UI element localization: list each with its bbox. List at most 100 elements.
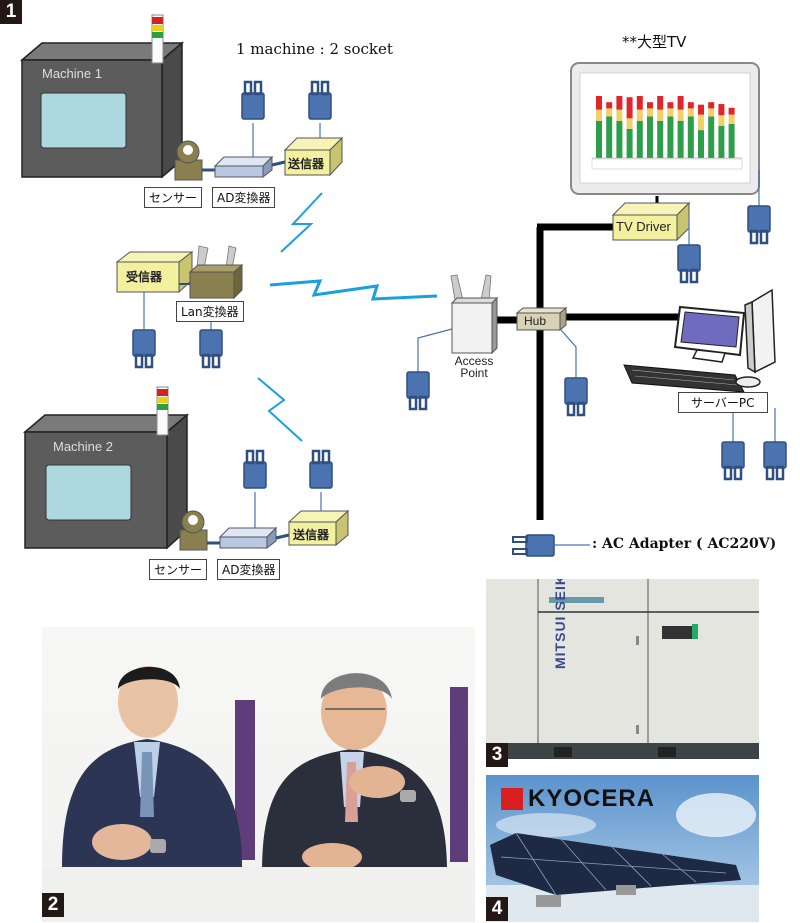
tv-chart-bar-green (657, 120, 664, 158)
server-pc-label: サーバーPC (678, 392, 768, 413)
tv-chart-bar-yellow (606, 108, 613, 117)
tv-chart-bar-red (728, 107, 735, 115)
lan-converter-label: Lan変換器 (176, 301, 244, 322)
tv-chart-bar-yellow (728, 114, 735, 124)
person-right (262, 673, 447, 872)
access-point-label-line2: Point (460, 366, 488, 380)
person-left (62, 666, 242, 867)
ac-adapter-icon (762, 440, 788, 481)
tv-chart-bar-green (667, 116, 674, 158)
tv-chart-bar-yellow (596, 109, 602, 121)
sensor-2-label: センサー (149, 559, 208, 580)
transmitter-1-icon (283, 136, 344, 177)
ac-adapter-icon (405, 370, 431, 411)
ac-adapter-icon (240, 80, 266, 121)
tv-title: **大型TV (622, 33, 687, 51)
tv-chart-table (591, 158, 743, 170)
transmitter-1-label: 送信器 (288, 157, 325, 171)
tv-chart-bar-red (718, 104, 725, 116)
tv-chart-bar-yellow (636, 109, 643, 121)
receiver-label: 受信器 (126, 270, 163, 284)
legend-adapter-icon (512, 534, 590, 557)
signal-tower-icon (151, 14, 164, 64)
tv-chart-bar-green (606, 116, 613, 158)
ad-converter-1-label: AD変換器 (212, 187, 276, 208)
tv-driver-icon (611, 201, 691, 242)
tv-chart-bar-green (687, 116, 694, 158)
network-cable (497, 196, 680, 520)
hub-icon (515, 306, 568, 332)
tv-chart-bar-yellow (626, 118, 633, 129)
tv-chart-bar-red (687, 102, 694, 109)
ac-adapter-icon (307, 80, 333, 121)
machine-1 (19, 41, 185, 179)
machine-2-label: Machine 2 (53, 439, 113, 454)
tv-chart-bar-red (667, 102, 674, 109)
large-tv (570, 62, 760, 195)
panel-3-badge: 3 (486, 743, 508, 767)
access-point-label-line1: Access (454, 354, 494, 368)
tv-driver-label: TV Driver (616, 219, 671, 234)
socket-note: 1 machine : 2 socket (236, 40, 393, 58)
ac-adapter-icon (746, 204, 772, 245)
sensor-1-icon (174, 140, 203, 181)
ac-adapter-icon (131, 328, 157, 369)
panel-2-badge: 2 (42, 893, 64, 917)
tv-chart-bar-green (616, 120, 623, 158)
tv-chart-bar-yellow (708, 108, 715, 117)
server-pc-icon (623, 288, 776, 393)
tv-chart-bar-yellow (667, 108, 674, 117)
sensor-1-label: センサー (144, 187, 203, 208)
tv-chart-bar-red (647, 102, 653, 109)
tv-chart-bar-red (626, 97, 633, 119)
tv-chart-bar-green (708, 116, 715, 158)
tv-chart-bar-yellow (616, 109, 623, 121)
tv-chart-bar-red (677, 96, 684, 110)
tv-chart-bar-red (616, 96, 623, 110)
tv-chart (591, 96, 743, 170)
signal-tower-icon (156, 386, 169, 436)
transmitter-2-icon (287, 509, 350, 547)
network-diagram (19, 14, 788, 557)
access-point-label: Access Point (452, 355, 496, 379)
compressor-photo: MITSUI SEIKI (486, 579, 759, 759)
machine-1-label: Machine 1 (42, 66, 102, 81)
tv-chart-bar-yellow (698, 114, 704, 131)
tv-chart-bar-red (708, 102, 715, 109)
tv-chart-bar-green (728, 123, 735, 158)
ac-adapter-icon (676, 243, 702, 284)
ac-adapter-icon (308, 449, 334, 490)
tv-chart-bar-green (596, 120, 602, 158)
solar-photo: KYOCERA (486, 775, 759, 922)
kyocera-logo-icon (501, 788, 523, 810)
tv-chart-bar-yellow (657, 109, 664, 121)
ad-converter-2-icon (207, 526, 290, 550)
panel-4-badge: 4 (486, 897, 508, 921)
lan-converter-icon (179, 245, 244, 300)
sensor-2-icon (179, 510, 208, 551)
tv-chart-bar-red (596, 96, 602, 110)
tv-chart-bar-green (636, 120, 643, 158)
wireless-signal-icon (257, 377, 303, 442)
tv-chart-bar-green (677, 120, 684, 158)
tv-chart-bar-green (647, 116, 653, 158)
wireless-signal-icon (280, 192, 323, 253)
interview-photo (42, 627, 475, 922)
compressor-brand: MITSUI SEIKI (552, 579, 568, 669)
tv-chart-bar-yellow (718, 115, 725, 126)
tv-chart-bar-yellow (647, 108, 653, 117)
transmitter-2-label: 送信器 (293, 528, 330, 542)
ac-adapter-icon (198, 328, 224, 369)
ac-adapter-icon (242, 449, 268, 490)
ac-adapter-icon (563, 376, 589, 417)
panel-1-badge: 1 (0, 0, 22, 24)
machine-2 (22, 413, 190, 550)
wireless-signal-icon (269, 279, 438, 301)
tv-chart-bar-red (606, 102, 613, 109)
tv-chart-bar-red (698, 104, 704, 115)
kyocera-brand: KYOCERA (528, 785, 656, 812)
ad-converter-2-label: AD変換器 (217, 559, 281, 580)
tv-chart-bar-green (718, 125, 725, 158)
tv-chart-bar-yellow (687, 108, 694, 117)
tv-chart-bar-red (636, 96, 643, 110)
